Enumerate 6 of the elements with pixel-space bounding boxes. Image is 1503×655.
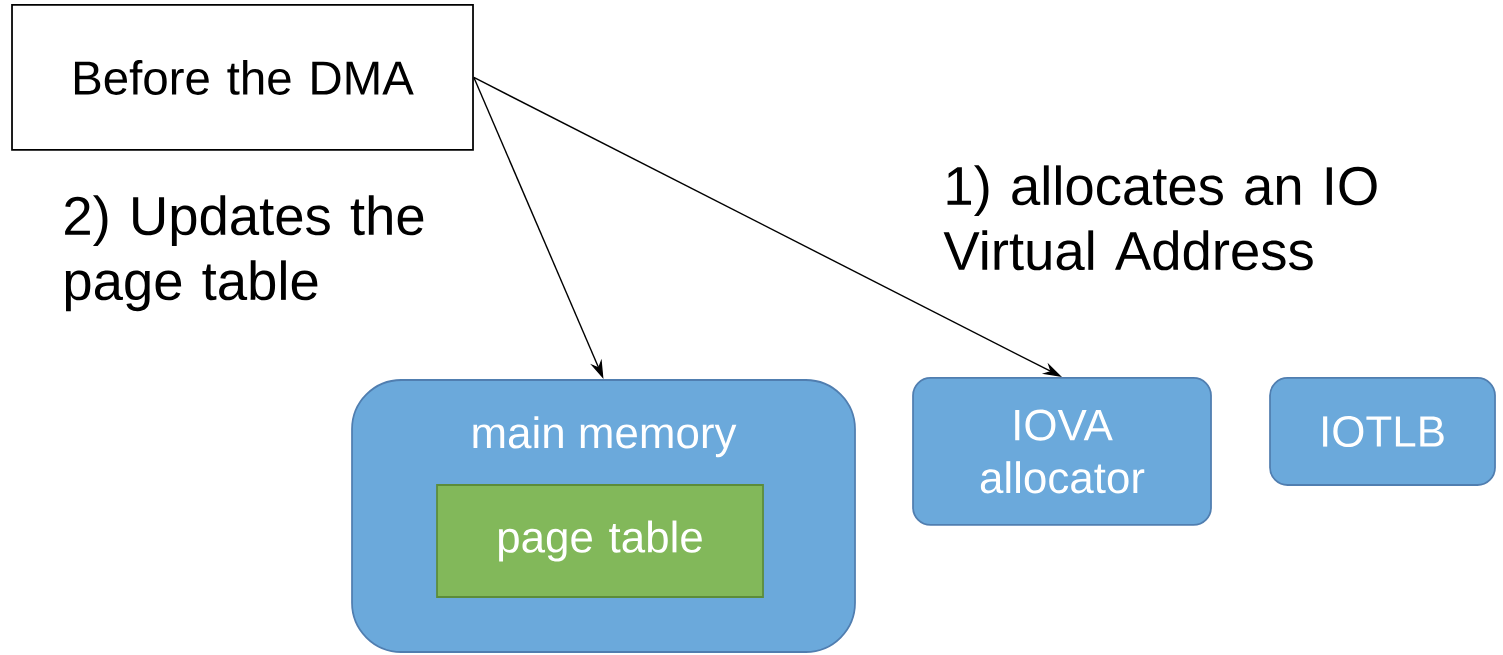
table-box: page table: [436, 484, 764, 598]
component-box: IOVA allocator: [912, 377, 1212, 526]
edge-label: 1) allocates an IO Virtual Address: [943, 165, 1377, 271]
edge-label: 2) Updates the page table: [65, 195, 424, 312]
step-box: Before the DMA: [11, 4, 474, 151]
component-box: IOTLB: [1269, 377, 1496, 486]
